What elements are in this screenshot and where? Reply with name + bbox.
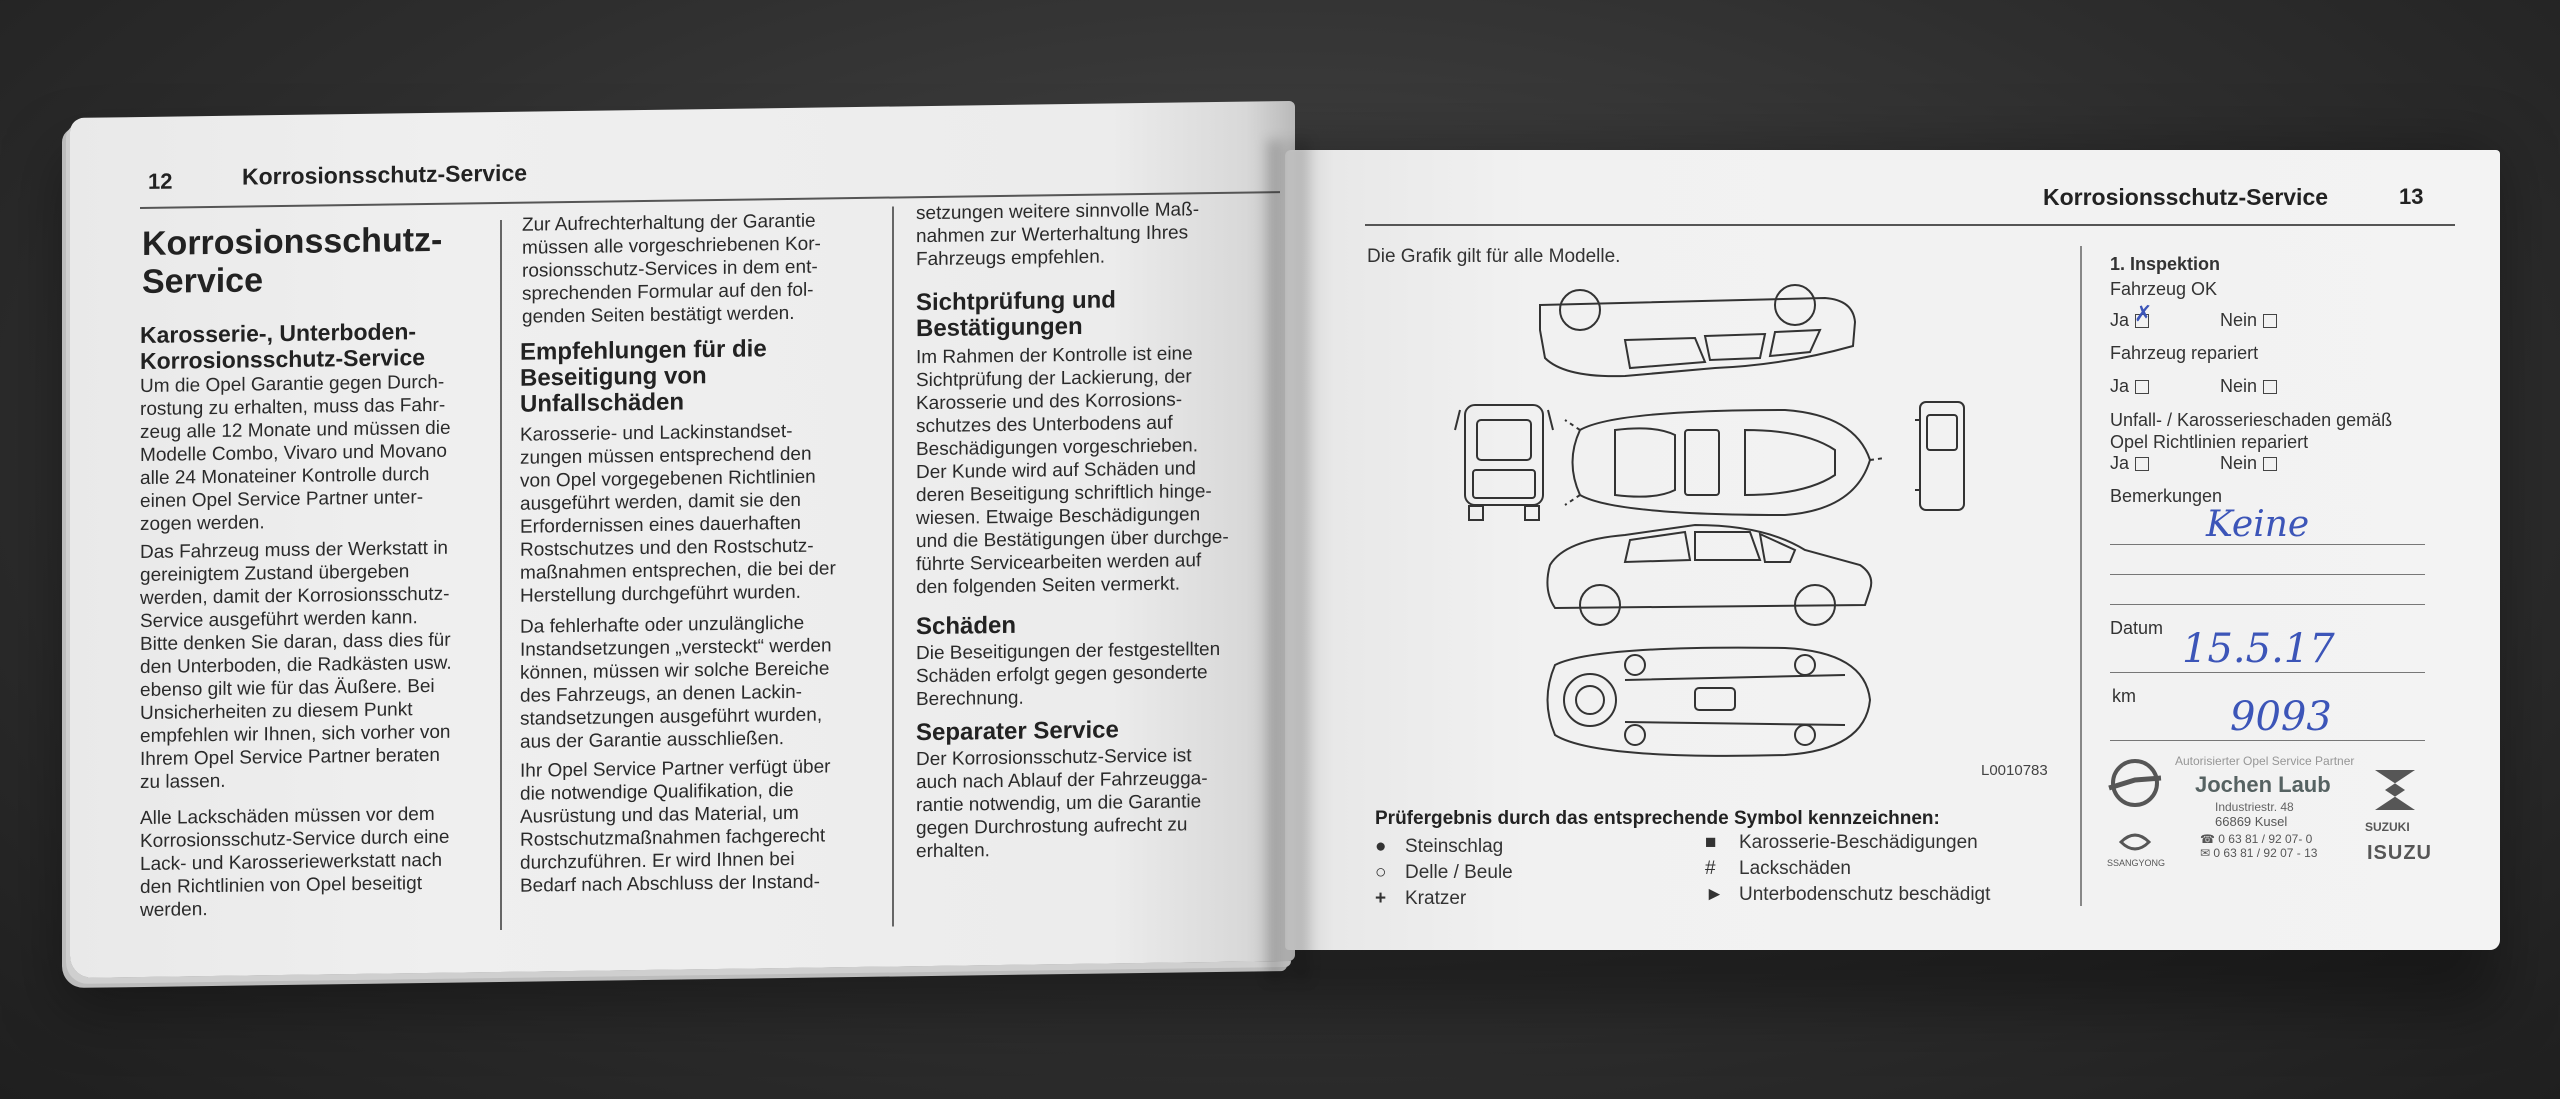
- paragraph-versteckt: Da fehlerhafte oder unzulängliche Instan…: [520, 612, 832, 753]
- remarks-line-1: [2110, 544, 2425, 545]
- checkbox-ja-2[interactable]: [2135, 380, 2150, 395]
- checkbox-ja-3[interactable]: [2135, 457, 2150, 472]
- stamp-phone: ☎ 0 63 81 / 92 07- 0: [2200, 832, 2313, 846]
- legend-title: Prüfergebnis durch das entsprechende Sym…: [1375, 808, 1940, 829]
- checkbox-ja-1[interactable]: ✗: [2134, 301, 2153, 329]
- remarks-line-2: [2110, 574, 2425, 575]
- page-title: Korrosionsschutz- Service: [142, 220, 443, 301]
- stamp-line1: Autorisierter Opel Service Partner: [2175, 754, 2355, 768]
- km-label: km: [2112, 686, 2136, 706]
- paragraph-lackschaeden: Alle Lackschäden müssen vor dem Korrosio…: [140, 803, 450, 922]
- date-label: Datum: [2110, 618, 2164, 638]
- legend-item-karosserie: ■Karosserie-Beschädigungen: [1705, 832, 1978, 853]
- ssangyong-logo-icon: [2118, 833, 2152, 851]
- paragraph-aufrechterhaltung: Zur Aufrechterhaltung der Garantie müsse…: [522, 210, 821, 328]
- section-heading-schaeden: Schäden: [916, 611, 1017, 641]
- answer-row-2: Ja Nein: [2110, 376, 2440, 397]
- car-side-view: [1546, 523, 1873, 626]
- book-spine: [1268, 140, 1308, 980]
- car-top-view: [1564, 408, 1886, 517]
- right-page: Korrosionsschutz-Service 13 Die Grafik g…: [1285, 150, 2500, 950]
- question-fahrzeug-repariert: Fahrzeug repariert: [2110, 343, 2259, 363]
- form-divider: [2080, 246, 2082, 906]
- figure-code: L0010783: [1981, 762, 2048, 779]
- suzuki-logo-icon: [2375, 770, 2415, 810]
- answer-row-3: Ja Nein: [2110, 453, 2440, 474]
- paragraph-werkstatt: Das Fahrzeug muss der Werkstatt in gerei…: [140, 537, 452, 794]
- paragraph-werterhaltung: setzungen weitere sinnvolle Maß- nahmen …: [916, 199, 1200, 271]
- stamp-fax: ✉ 0 63 81 / 92 07 - 13: [2200, 846, 2318, 860]
- legend-item-unterbodenschutz: ►Unterbodenschutz beschädigt: [1705, 884, 1991, 905]
- legend-item-steinschlag: ●Steinschlag: [1375, 836, 1504, 857]
- paragraph-instandsetzungen: Karosserie- und Lackinstandset- zungen m…: [520, 420, 836, 607]
- legend-item-lackschaeden: #Lackschäden: [1705, 858, 1851, 879]
- running-header-right: Korrosionsschutz-Service: [2043, 184, 2329, 210]
- section-heading-unfallschaeden: Empfehlungen für die Beseitigung von Unf…: [520, 335, 767, 418]
- opel-logo-icon: [2108, 759, 2162, 807]
- running-header-left: Korrosionsschutz-Service: [242, 159, 528, 190]
- page-number-right: 13: [2399, 184, 2424, 209]
- remarks-label: Bemerkungen: [2110, 486, 2223, 506]
- car-front-view: [1454, 404, 1554, 521]
- legend-item-kratzer: +Kratzer: [1375, 888, 1467, 909]
- figure-caption: Die Grafik gilt für alle Modelle.: [1367, 246, 1621, 267]
- remarks-value[interactable]: Keine: [2206, 504, 2310, 545]
- dealer-stamp: Autorisierter Opel Service Partner Joche…: [2105, 750, 2485, 920]
- stamp-dealer-name: Jochen Laub: [2195, 772, 2331, 797]
- legend-right: ■Karosserie-Beschädigungen #Lackschäden …: [1705, 830, 1990, 908]
- car-underbody-view: [1546, 646, 1872, 757]
- column-divider-2: [892, 206, 894, 927]
- checkbox-nein-3[interactable]: [2263, 457, 2278, 472]
- date-line: [2110, 672, 2425, 673]
- stamp-street: Industriestr. 48: [2215, 800, 2294, 814]
- question-unfallschaden: Unfall- / Karosserieschaden gemäß Opel R…: [2110, 410, 2393, 452]
- car-rear-view: [1915, 401, 1965, 511]
- stamp-city: 66869 Kusel: [2215, 814, 2288, 829]
- paragraph-kontrolle: Im Rahmen der Kontrolle ist eine Sichtpr…: [916, 343, 1229, 599]
- km-value[interactable]: 9093: [2230, 694, 2332, 740]
- paragraph-separater-service: Der Korrosionsschutz-Service ist auch na…: [916, 745, 1208, 863]
- section-heading-sichtpruefung: Sichtprüfung und Bestätigungen: [916, 286, 1116, 343]
- car-side-view-inverted: [1539, 284, 1857, 378]
- date-value[interactable]: 15.5.17: [2182, 626, 2335, 672]
- left-page: 12 Korrosionsschutz-Service Korrosionssc…: [70, 100, 1295, 979]
- column-divider-1: [500, 219, 502, 930]
- question-fahrzeug-ok: Fahrzeug OK: [2110, 279, 2218, 299]
- checkbox-nein-2[interactable]: [2263, 380, 2278, 395]
- inspection-title: 1. Inspektion: [2110, 254, 2221, 274]
- answer-row-1: Ja✗ Nein: [2110, 301, 2440, 331]
- car-damage-diagram: [1454, 284, 1965, 757]
- checkbox-nein-1[interactable]: [2263, 314, 2278, 329]
- header-rule-right: [1365, 224, 2455, 226]
- section-heading-karosserie: Karosserie-, Unterboden- Korrosionsschut…: [140, 318, 426, 375]
- section-heading-separater-service: Separater Service: [916, 716, 1119, 747]
- paragraph-berechnung: Die Beseitigungen der festgestellten Sch…: [916, 638, 1221, 711]
- paragraph-garantie: Um die Opel Garantie gegen Durch- rostun…: [140, 371, 451, 536]
- km-line: [2110, 740, 2425, 741]
- page-number-left: 12: [148, 168, 173, 194]
- remarks-line-3: [2110, 604, 2425, 605]
- inspection-form: 1. Inspektion Fahrzeug OK Ja✗ Nein Fahrz…: [2110, 254, 2440, 741]
- stamp-brand-isuzu: ISUZU: [2367, 842, 2432, 864]
- legend-left: ●Steinschlag ○Delle / Beule +Kratzer: [1375, 834, 1513, 912]
- paragraph-service-partner: Ihr Opel Service Partner verfügt über di…: [520, 756, 831, 897]
- stamp-brand-left: SSANGYONG: [2107, 858, 2166, 868]
- legend-item-delle: ○Delle / Beule: [1375, 862, 1513, 883]
- stamp-brand-suzuki: SUZUKI: [2365, 820, 2410, 834]
